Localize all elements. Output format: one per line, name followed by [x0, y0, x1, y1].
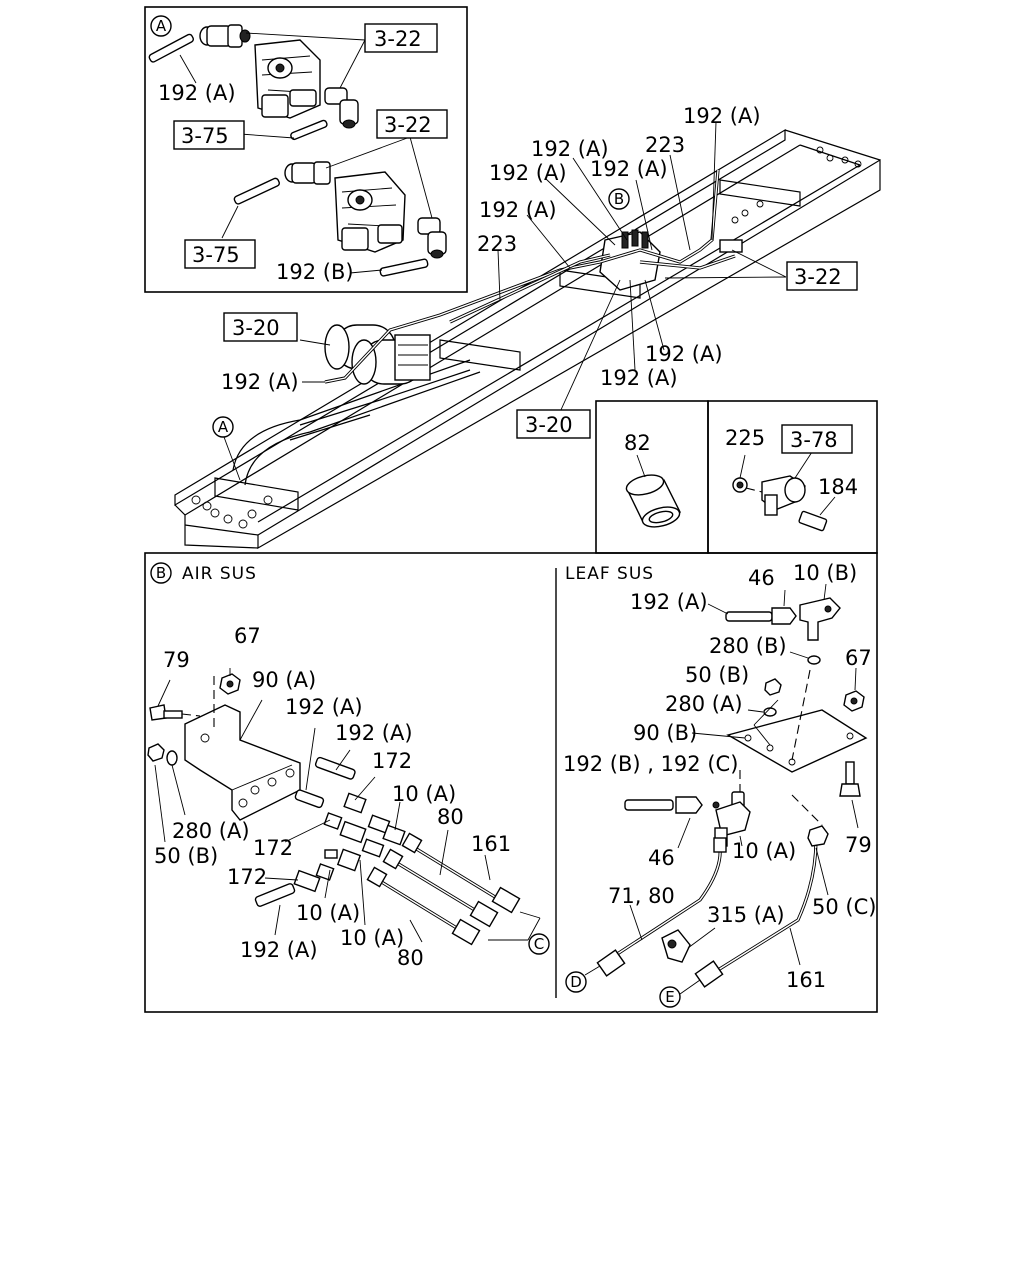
main-label-223-b: 223 — [477, 232, 517, 256]
marker-c-text: C — [534, 935, 544, 953]
header-air-sus: AIR SUS — [182, 564, 257, 584]
air-label-192a-3: 192 (A) — [240, 938, 318, 962]
main-label-192a-6: 192 (A) — [645, 342, 723, 366]
part-225-drawing — [732, 451, 836, 532]
air-label-79: 79 — [163, 648, 190, 672]
ref-box-a-3-75-bot — [184, 239, 256, 269]
marker-c — [528, 933, 550, 955]
leaf-label-161: 161 — [786, 968, 826, 992]
main-label-223-a: 223 — [645, 133, 685, 157]
ref-a-3-22-top-text: 3-22 — [374, 27, 422, 51]
header-leaf-sus: LEAF SUS — [565, 564, 654, 584]
main-label-192a-5: 192 (A) — [479, 198, 557, 222]
marker-b-main — [608, 188, 630, 210]
main-label-192a-2: 192 (A) — [531, 137, 609, 161]
main-label-192a-1: 192 (A) — [683, 104, 761, 128]
ref-main-3-20-b-text: 3-20 — [525, 413, 573, 437]
leaf-label-192a: 192 (A) — [630, 590, 708, 614]
label-a-192a: 192 (A) — [158, 81, 236, 105]
air-label-192a-2: 192 (A) — [335, 721, 413, 745]
air-label-280a: 280 (A) — [172, 819, 250, 843]
main-label-192a-8: 192 (A) — [221, 370, 299, 394]
air-label-172-2: 172 — [253, 836, 293, 860]
ref-box-a-3-75-top — [173, 120, 245, 150]
detail-a-frame — [144, 6, 468, 293]
ref-box-a-3-22-mid — [376, 109, 448, 139]
ref-a-3-22-mid-text: 3-22 — [384, 113, 432, 137]
air-label-172-3: 172 — [227, 865, 267, 889]
marker-a-main-text: A — [218, 418, 229, 436]
ref-main-3-22-text: 3-22 — [794, 265, 842, 289]
air-label-172-1: 172 — [372, 749, 412, 773]
main-label-192a-4: 192 (A) — [590, 157, 668, 181]
marker-b-detail — [150, 562, 172, 584]
ref-main-3-20-a-text: 3-20 — [232, 316, 280, 340]
label-82: 82 — [624, 431, 651, 455]
ref-box-main-3-22 — [786, 261, 858, 291]
air-label-80-1: 80 — [437, 805, 464, 829]
ref-box-3-78 — [781, 424, 853, 454]
ref-a-3-75-bot-text: 3-75 — [192, 243, 240, 267]
ref-box-a-3-22-top — [364, 23, 438, 53]
ref-3-78-text: 3-78 — [790, 428, 838, 452]
air-label-10a-2: 10 (A) — [296, 901, 360, 925]
air-label-161: 161 — [471, 832, 511, 856]
leaf-label-280b: 280 (B) — [709, 634, 787, 658]
air-label-50b: 50 (B) — [154, 844, 218, 868]
marker-b-detail-text: B — [156, 564, 166, 582]
air-sus-drawing — [147, 668, 541, 946]
marker-d — [565, 971, 587, 993]
ref-a-3-75-top-text: 3-75 — [181, 124, 229, 148]
leaf-label-50c: 50 (C) — [812, 895, 876, 919]
leaf-label-67: 67 — [845, 646, 872, 670]
main-label-192a-7: 192 (A) — [600, 366, 678, 390]
marker-d-text: D — [570, 973, 582, 991]
leaf-label-280a: 280 (A) — [665, 692, 743, 716]
leaf-label-50b: 50 (B) — [685, 663, 749, 687]
leaf-label-71-80: 71, 80 — [608, 884, 675, 908]
detail-a-drawing: A — [148, 15, 447, 277]
marker-e — [659, 986, 681, 1008]
air-label-80-2: 80 — [397, 946, 424, 970]
leaf-label-90b: 90 (B) — [633, 721, 697, 745]
leaf-sus-drawing — [584, 583, 868, 995]
label-a-192b: 192 (B) — [276, 260, 354, 284]
leaf-label-192bc: 192 (B) , 192 (C) — [563, 752, 738, 776]
marker-a-label: A — [156, 17, 167, 35]
leaf-label-46-2: 46 — [648, 846, 675, 870]
marker-a-main — [212, 416, 234, 438]
ref-box-main-3-20-a — [223, 312, 298, 342]
leaf-label-315a: 315 (A) — [707, 903, 785, 927]
leaf-label-10a: 10 (A) — [732, 839, 796, 863]
label-225: 225 — [725, 426, 765, 450]
marker-b-main-text: B — [614, 190, 624, 208]
air-label-192a-1: 192 (A) — [285, 695, 363, 719]
air-label-10a-1: 10 (A) — [392, 782, 456, 806]
chassis-frame-drawing — [174, 121, 881, 550]
leaf-label-79: 79 — [845, 833, 872, 857]
marker-e-text: E — [665, 988, 674, 1006]
detail-b-frame — [144, 552, 878, 1013]
label-184: 184 — [818, 475, 858, 499]
air-label-10a-3: 10 (A) — [340, 926, 404, 950]
leaf-label-10b: 10 (B) — [793, 561, 857, 585]
air-label-67: 67 — [234, 624, 261, 648]
main-label-192a-3: 192 (A) — [489, 161, 567, 185]
air-label-90a: 90 (A) — [252, 668, 316, 692]
part-82-drawing — [625, 454, 682, 528]
ref-box-main-3-20-b — [516, 409, 591, 439]
leaf-label-46-1: 46 — [748, 566, 775, 590]
